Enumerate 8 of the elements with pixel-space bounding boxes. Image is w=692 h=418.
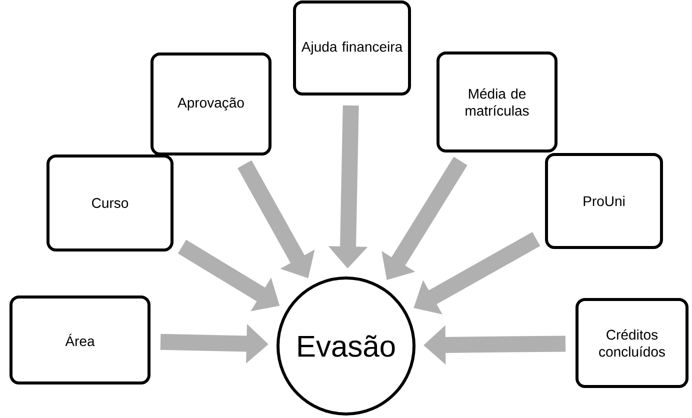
factor-box: Média de matrículas <box>436 52 558 152</box>
factor-box: Área <box>10 296 150 384</box>
factor-box: Curso <box>46 154 174 252</box>
factor-box: Aprovação <box>150 52 272 156</box>
factor-box: Ajuda financeira <box>293 0 411 96</box>
factor-box: ProUni <box>545 153 663 249</box>
circle-node: Evasão <box>276 276 416 416</box>
factor-box: Créditos concluídos <box>576 298 688 388</box>
